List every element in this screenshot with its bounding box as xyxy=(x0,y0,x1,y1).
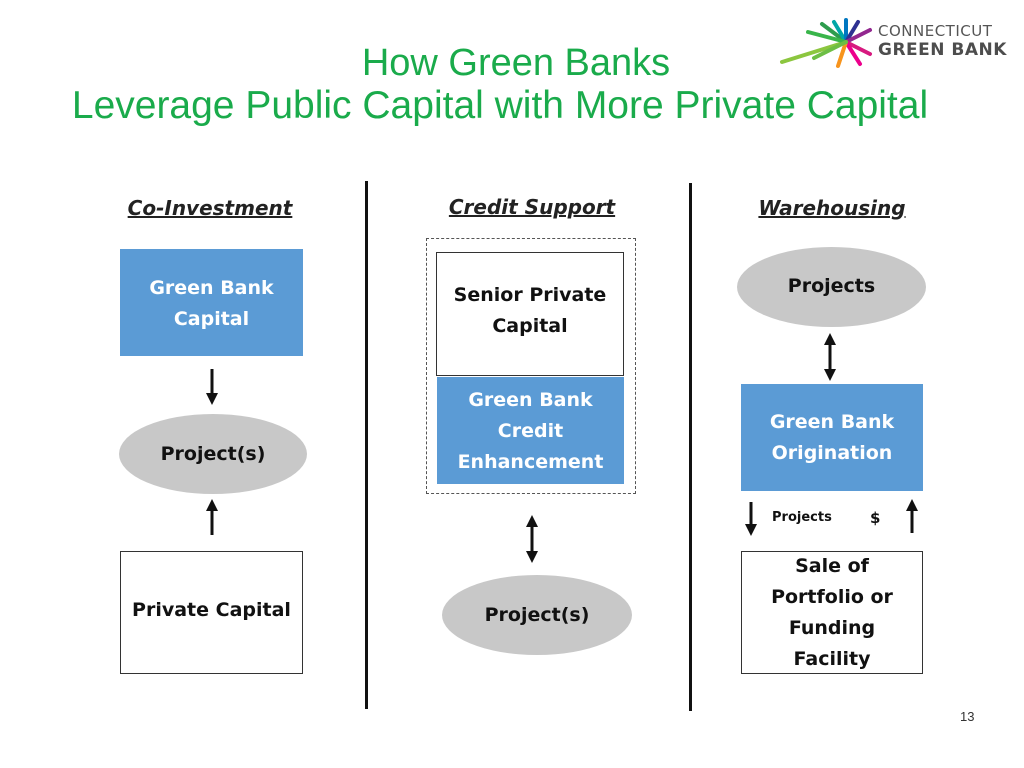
co-investment-projects-oval: Project(s) xyxy=(119,414,307,494)
warehousing-sale-of-portfolio-box: Sale of Portfolio or Funding Facility xyxy=(741,551,923,674)
page-number: 13 xyxy=(960,709,975,724)
warehousing-flow-label-dollar: $ xyxy=(870,509,881,527)
credit-support-projects-oval: Project(s) xyxy=(442,575,632,655)
warehousing-projects-oval: Projects xyxy=(737,247,926,327)
connecticut-green-bank-logo xyxy=(778,18,1008,70)
warehousing-green-bank-origination-box: Green Bank Origination xyxy=(741,384,923,491)
warehousing-flow-label-projects: Projects xyxy=(772,510,832,525)
column-divider-left xyxy=(365,181,368,709)
logo-text-connecticut: CONNECTICUT xyxy=(878,22,993,40)
page-title-line2: Leverage Public Capital with More Privat… xyxy=(71,84,929,127)
starburst-logo-icon xyxy=(780,18,872,68)
heading-credit-support: Credit Support xyxy=(448,195,616,219)
credit-support-dashed-group xyxy=(426,238,636,494)
heading-warehousing: Warehousing xyxy=(758,196,906,220)
credit-support-senior-private-capital-box: Senior Private Capital xyxy=(436,252,624,376)
heading-co-investment: Co-Investment xyxy=(127,196,293,220)
page-title-line1: How Green Banks xyxy=(361,42,671,84)
co-investment-green-bank-capital-box: Green Bank Capital xyxy=(120,249,303,356)
credit-support-green-bank-credit-enhancement-box: Green Bank Credit Enhancement xyxy=(437,377,624,484)
co-investment-private-capital-box: Private Capital xyxy=(120,551,303,674)
column-divider-right xyxy=(689,183,692,711)
logo-text-green-bank: GREEN BANK xyxy=(878,40,1007,60)
